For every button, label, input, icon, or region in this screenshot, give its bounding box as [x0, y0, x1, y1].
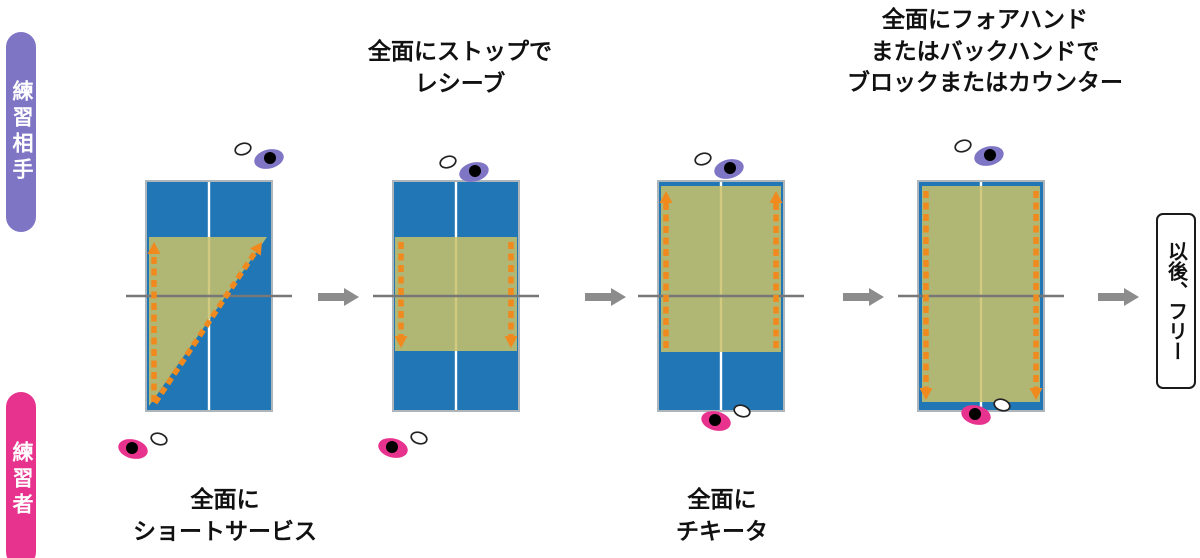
- partner-player-icon: [952, 134, 1012, 174]
- practitioner-player-icon: [693, 399, 753, 439]
- flow-arrow-icon: [585, 285, 627, 309]
- target-zone: [922, 186, 1040, 402]
- practitioner-player-icon: [953, 393, 1013, 433]
- table-panel-short-service: [118, 142, 292, 459]
- partner-player-icon: [437, 150, 497, 190]
- target-zone: [661, 186, 781, 352]
- table-panel-block-counter: [898, 139, 1064, 425]
- partner-player-icon: [692, 147, 752, 187]
- table-panel-stop-receive: [373, 155, 539, 458]
- caption-block-counter: 全面にフォアハンド またはバックハンドで ブロックまたはカウンター: [847, 6, 1123, 96]
- table-top: [126, 180, 292, 412]
- partner-player-icon: [232, 137, 292, 177]
- caption-short-service: 全面に ショートサービス: [133, 486, 317, 544]
- caption-stop-receive: 全面にストップで レシーブ: [368, 38, 552, 96]
- label-practice-partner: 練習相手: [6, 32, 36, 232]
- table-top: [898, 180, 1064, 412]
- practitioner-player-icon: [370, 426, 430, 466]
- label-free-play: 以後、フリー: [1156, 213, 1196, 389]
- table-top: [638, 180, 804, 412]
- table-top: [373, 180, 539, 412]
- caption-chiquita: 全面に チキータ: [676, 486, 768, 544]
- flow-arrow-icon: [318, 285, 360, 309]
- practitioner-player-icon: [110, 427, 170, 467]
- table-panel-chiquita: [638, 152, 804, 431]
- flow-arrow-icon: [843, 285, 885, 309]
- label-practitioner: 練習者: [6, 392, 36, 558]
- target-zone: [395, 237, 517, 351]
- flow-arrow-icon: [1098, 285, 1140, 309]
